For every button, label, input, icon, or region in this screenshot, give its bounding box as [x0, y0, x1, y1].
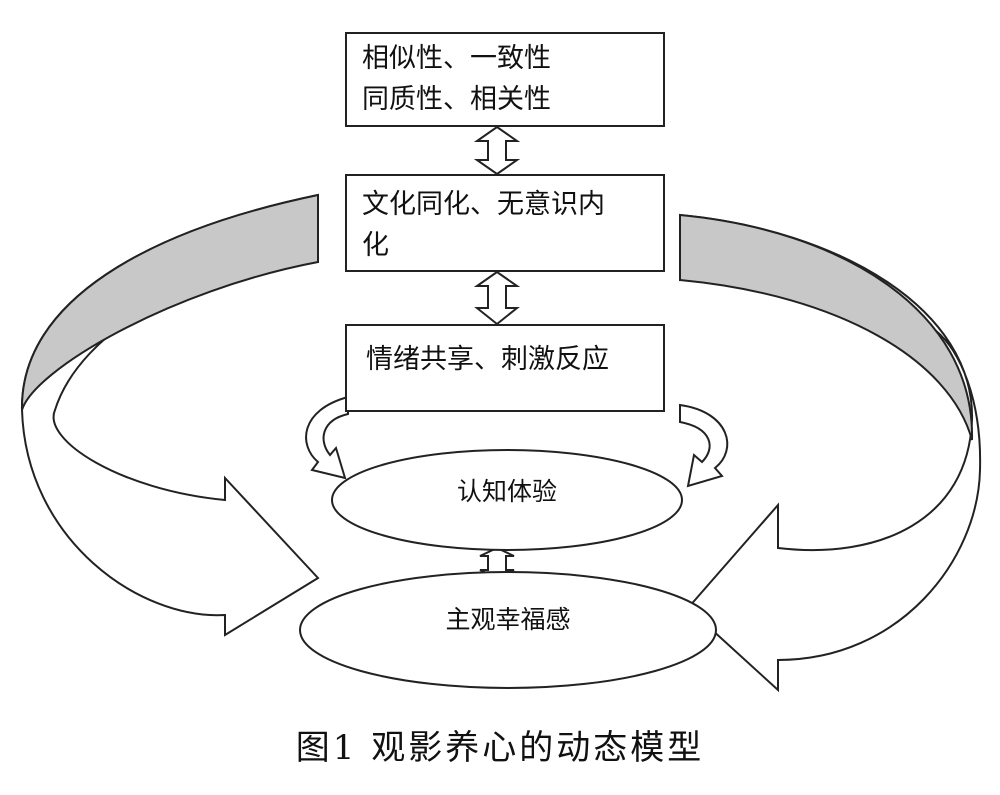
ellipse-wellbeing-label: 主观幸福感	[445, 605, 570, 634]
ellipse-cognitive-label: 认知体验	[457, 477, 557, 506]
small-right-curved-arrow	[679, 403, 729, 488]
figure-caption: 图1 观影养心的动态模型	[295, 728, 705, 768]
box-similarity-line1: 相似性、一致性	[362, 43, 551, 74]
right-cycle-arrow	[679, 213, 982, 693]
box-cultural-assimilation: 文化同化、无意识内 化	[345, 174, 665, 272]
ellipse-subjective-wellbeing: 主观幸福感	[299, 571, 717, 689]
small-left-curved-arrow	[305, 395, 349, 480]
ellipse-cognitive-experience: 认知体验	[331, 449, 683, 551]
double-arrow-2	[473, 270, 521, 326]
box-emotion-sharing: 情绪共享、刺激反应	[345, 324, 665, 412]
right-arrow-band	[679, 213, 974, 441]
box-cultural-line2: 化	[362, 230, 389, 261]
box-cultural-line1: 文化同化、无意识内	[362, 189, 605, 220]
box-similarity: 相似性、一致性 同质性、相关性	[345, 32, 665, 127]
box-similarity-line2: 同质性、相关性	[362, 84, 551, 115]
left-arrow-band	[20, 193, 319, 411]
left-cycle-arrow	[20, 193, 320, 637]
double-arrow-1	[473, 125, 521, 176]
box-emotion-line1: 情绪共享、刺激反应	[366, 344, 609, 375]
